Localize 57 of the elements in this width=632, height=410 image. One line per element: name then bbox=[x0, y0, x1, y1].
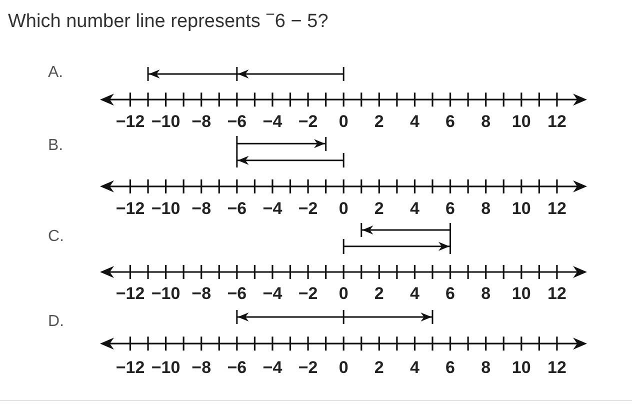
option-letter: B. bbox=[48, 136, 64, 156]
tick-label: 12 bbox=[548, 358, 566, 378]
tick-label: −12 bbox=[116, 284, 145, 304]
tick-label: 0 bbox=[338, 358, 348, 378]
option-letter: A. bbox=[48, 64, 64, 82]
tick-label: −4 bbox=[262, 112, 282, 132]
option-letter: D. bbox=[48, 312, 64, 332]
tick-label: −10 bbox=[151, 199, 180, 219]
tick-label: 8 bbox=[481, 358, 491, 378]
tick-label: 4 bbox=[410, 358, 420, 378]
tick-label: 2 bbox=[374, 112, 384, 132]
tick-label: 10 bbox=[512, 112, 531, 132]
tick-label: −4 bbox=[262, 358, 282, 378]
tick-label: −4 bbox=[262, 199, 282, 219]
tick-label: 2 bbox=[374, 284, 384, 304]
tick-label: −8 bbox=[192, 358, 212, 378]
option-letter: C. bbox=[48, 228, 64, 246]
tick-label: −2 bbox=[298, 284, 318, 304]
tick-label: −8 bbox=[192, 284, 212, 304]
tick-label: −12 bbox=[116, 112, 145, 132]
tick-label: 10 bbox=[512, 284, 531, 304]
tick-label: 6 bbox=[446, 112, 455, 132]
tick-label: 4 bbox=[410, 199, 420, 219]
tick-label: 10 bbox=[512, 199, 531, 219]
tick-label: −10 bbox=[151, 284, 180, 304]
tick-label: −2 bbox=[298, 199, 318, 219]
tick-label: 4 bbox=[410, 112, 420, 132]
tick-label: 2 bbox=[374, 358, 384, 378]
tick-label: 8 bbox=[481, 112, 491, 132]
tick-label: −6 bbox=[227, 199, 247, 219]
tick-label: 0 bbox=[338, 284, 348, 304]
tick-label: 8 bbox=[481, 284, 491, 304]
tick-label: −10 bbox=[151, 358, 180, 378]
tick-label: 10 bbox=[512, 358, 531, 378]
tick-label: −8 bbox=[192, 199, 212, 219]
question-text: Which number line represents $^{−}$6 − 5? bbox=[8, 6, 328, 34]
tick-label: −6 bbox=[227, 358, 247, 378]
tick-label: −4 bbox=[262, 284, 282, 304]
tick-label: −12 bbox=[116, 358, 145, 378]
tick-label: 4 bbox=[410, 284, 420, 304]
tick-label: −6 bbox=[227, 112, 247, 132]
tick-label: 12 bbox=[548, 284, 566, 304]
tick-label: −6 bbox=[227, 284, 247, 304]
tick-label: 6 bbox=[446, 199, 455, 219]
tick-label: −12 bbox=[116, 199, 145, 219]
tick-label: −2 bbox=[298, 112, 318, 132]
tick-label: 6 bbox=[446, 358, 455, 378]
tick-label: 0 bbox=[338, 199, 348, 219]
tick-label: 12 bbox=[548, 199, 566, 219]
tick-label: 6 bbox=[446, 284, 455, 304]
tick-label: 0 bbox=[338, 112, 348, 132]
tick-label: 12 bbox=[548, 112, 566, 132]
tick-label: −2 bbox=[298, 358, 318, 378]
tick-label: 8 bbox=[481, 199, 491, 219]
tick-label: −8 bbox=[192, 112, 212, 132]
tick-label: 2 bbox=[374, 199, 384, 219]
tick-label: −10 bbox=[151, 112, 180, 132]
